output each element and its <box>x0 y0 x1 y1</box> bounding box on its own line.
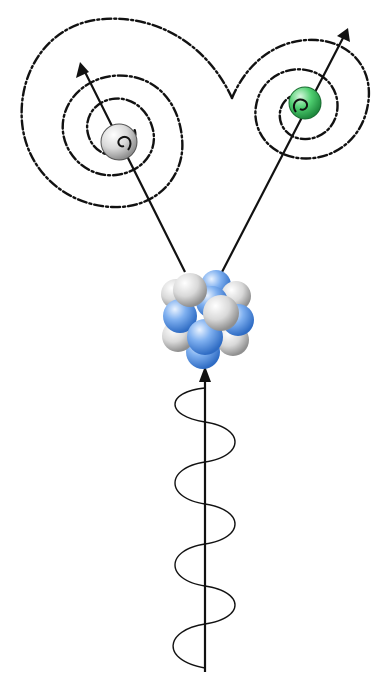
right-spiral-track <box>230 38 371 160</box>
left-trajectory <box>76 62 186 273</box>
right-trajectory <box>221 28 350 273</box>
left-spiral-track <box>20 17 234 209</box>
nucleus <box>161 270 254 369</box>
incoming-photon <box>172 366 236 672</box>
photon-wave <box>172 387 236 669</box>
left-arrowhead-icon <box>76 62 89 78</box>
left-particle-gray-sphere <box>100 123 138 161</box>
right-arrowhead-icon <box>337 28 350 42</box>
right-particle-green-sphere <box>288 86 322 120</box>
photon-arrowhead-icon <box>199 366 211 382</box>
